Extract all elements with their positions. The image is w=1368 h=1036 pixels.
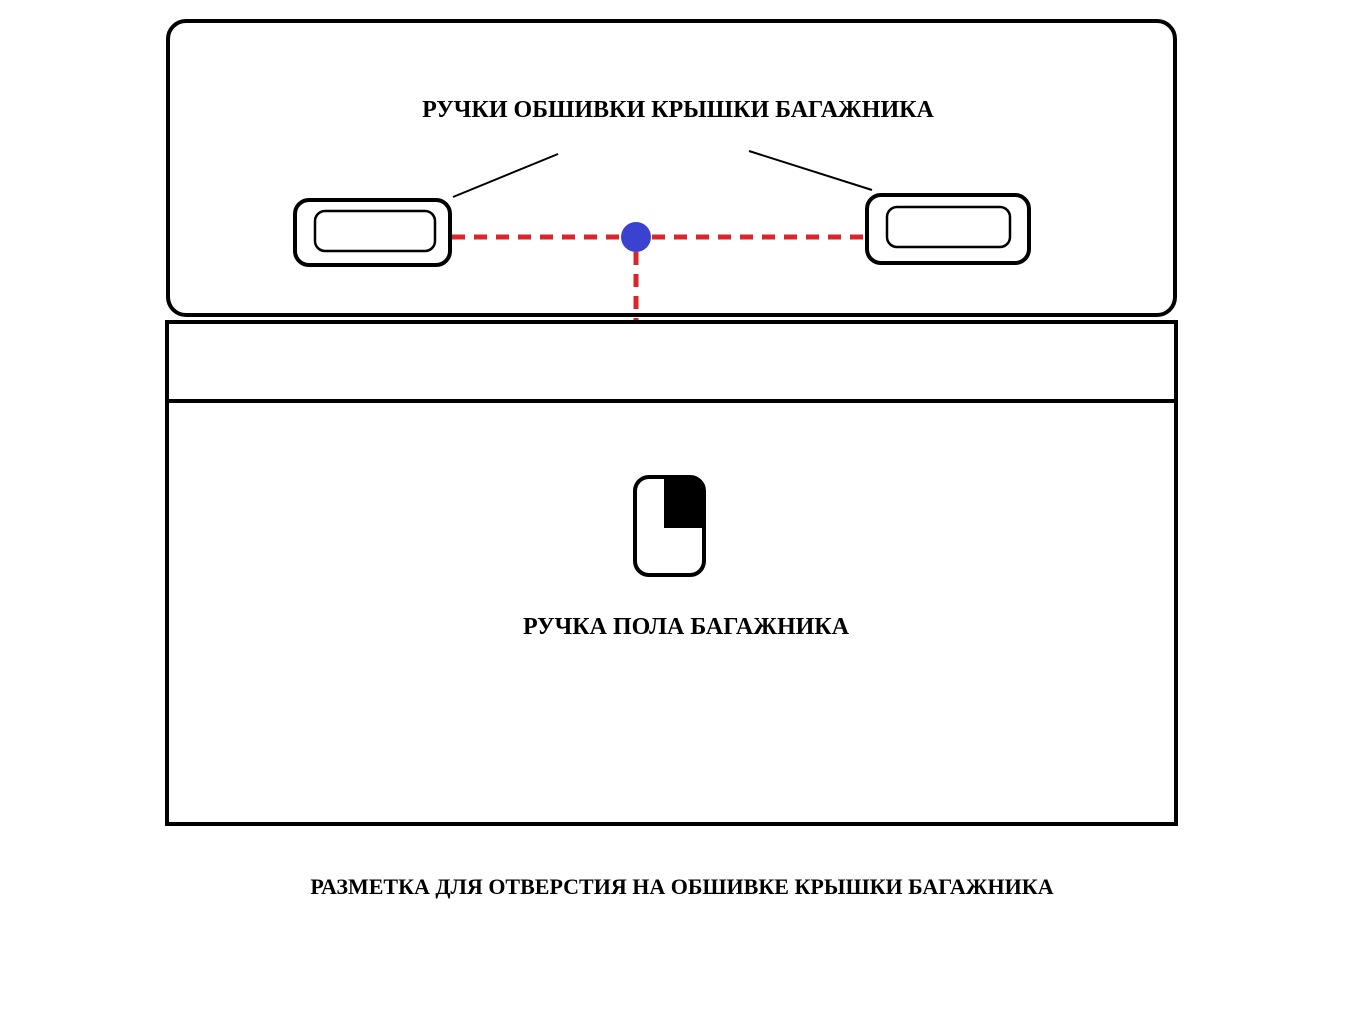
left-lid-handle bbox=[293, 198, 452, 267]
hole-marker bbox=[621, 222, 651, 252]
floor-handle bbox=[633, 475, 706, 577]
right-lid-handle bbox=[865, 193, 1031, 265]
lid-handles-label: РУЧКИ ОБШИВКИ КРЫШКИ БАГАЖНИКА bbox=[422, 97, 934, 123]
lid-trim-panel bbox=[166, 19, 1177, 317]
leader-line-left bbox=[452, 153, 559, 198]
diagram-caption: РАЗМЕТКА ДЛЯ ОТВЕРСТИЯ НА ОБШИВКЕ КРЫШКИ… bbox=[310, 874, 1053, 899]
floor-handle-label: РУЧКА ПОЛА БАГАЖНИКА bbox=[523, 614, 850, 640]
leader-line-right bbox=[748, 150, 873, 191]
